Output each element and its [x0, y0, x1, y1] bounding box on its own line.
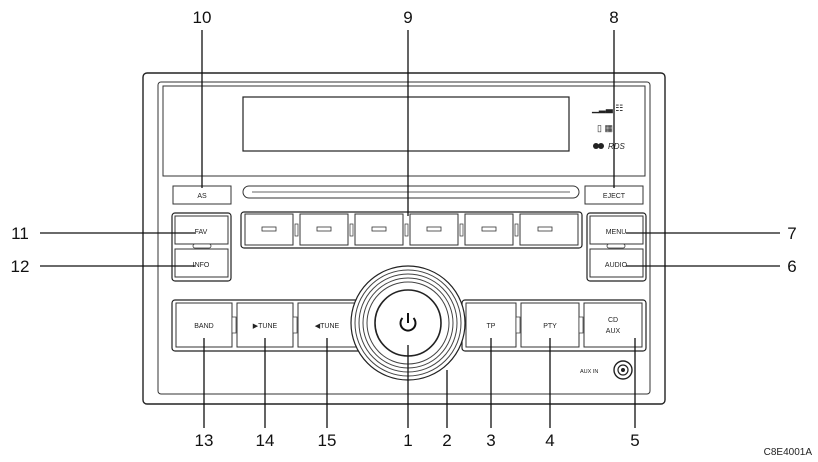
preset-separator: [514, 223, 519, 237]
info-button[interactable]: [174, 248, 229, 278]
preset-button-3[interactable]: [354, 213, 404, 246]
tune-up-button[interactable]: [236, 302, 294, 348]
audio-button-label: AUDIO: [605, 262, 628, 269]
lower-separator: [515, 316, 521, 334]
display-icon-cd2: [598, 143, 604, 149]
audio-button[interactable]: [589, 248, 644, 278]
preset-3-mark: [371, 226, 387, 232]
tune-down-button-label: ◀TUNE: [315, 323, 340, 330]
as-button-label: AS: [197, 193, 207, 200]
aux-in-jack-hole: [621, 368, 625, 372]
power-icon: [399, 313, 417, 332]
callout-2: 2: [442, 431, 451, 450]
callout-9: 9: [403, 8, 412, 27]
cd-aux-button[interactable]: [583, 302, 643, 348]
callout-5: 5: [630, 431, 639, 450]
preset-4-mark: [426, 226, 442, 232]
display-icon-mid: ▯ ▦: [597, 123, 613, 133]
menu-button-label: MENU: [606, 229, 627, 236]
pty-button-label: PTY: [543, 323, 557, 330]
fav-info-divider: [192, 243, 212, 249]
figure-code: C8E4001A: [764, 447, 813, 458]
display-screen: [242, 96, 570, 152]
cd-aux-button-label-aux: AUX: [606, 328, 621, 335]
preset-6-mark: [537, 226, 553, 232]
callout-10: 10: [193, 8, 212, 27]
info-button-label: INFO: [193, 262, 210, 269]
eject-button-label: EJECT: [603, 193, 626, 200]
callout-13: 13: [195, 431, 214, 450]
callout-15: 15: [318, 431, 337, 450]
aux-in-label: AUX IN: [580, 369, 598, 375]
display-icon-cd: [593, 143, 599, 149]
fav-button-label: FAV: [195, 229, 208, 236]
band-button-label: BAND: [194, 323, 213, 330]
callout-7: 7: [787, 224, 796, 243]
menu-audio-divider: [606, 243, 626, 249]
lower-separator: [578, 316, 584, 334]
tp-button-label: TP: [487, 323, 496, 330]
preset-2-mark: [316, 226, 332, 232]
preset-buttons: [244, 213, 579, 246]
lower-separator: [231, 316, 237, 334]
preset-separator: [404, 223, 409, 237]
display-icon-rds: RDS: [608, 142, 626, 151]
fav-button[interactable]: [174, 215, 229, 245]
preset-separator: [294, 223, 299, 237]
preset-separator: [459, 223, 464, 237]
preset-1-mark: [261, 226, 277, 232]
menu-button[interactable]: [589, 215, 644, 245]
preset-separator: [349, 223, 354, 237]
callout-6: 6: [787, 257, 796, 276]
preset-5-mark: [481, 226, 497, 232]
callout-4: 4: [545, 431, 554, 450]
tune-up-button-label: ▶TUNE: [253, 323, 278, 330]
callout-14: 14: [256, 431, 275, 450]
callout-8: 8: [609, 8, 618, 27]
callout-1: 1: [403, 431, 412, 450]
display-icon-signal: ▁▂▃ ☷: [591, 103, 623, 114]
callout-3: 3: [486, 431, 495, 450]
lower-separator: [292, 316, 298, 334]
callout-12: 12: [11, 257, 30, 276]
callout-11: 11: [11, 224, 29, 243]
cd-aux-button-label-cd: CD: [608, 317, 618, 324]
